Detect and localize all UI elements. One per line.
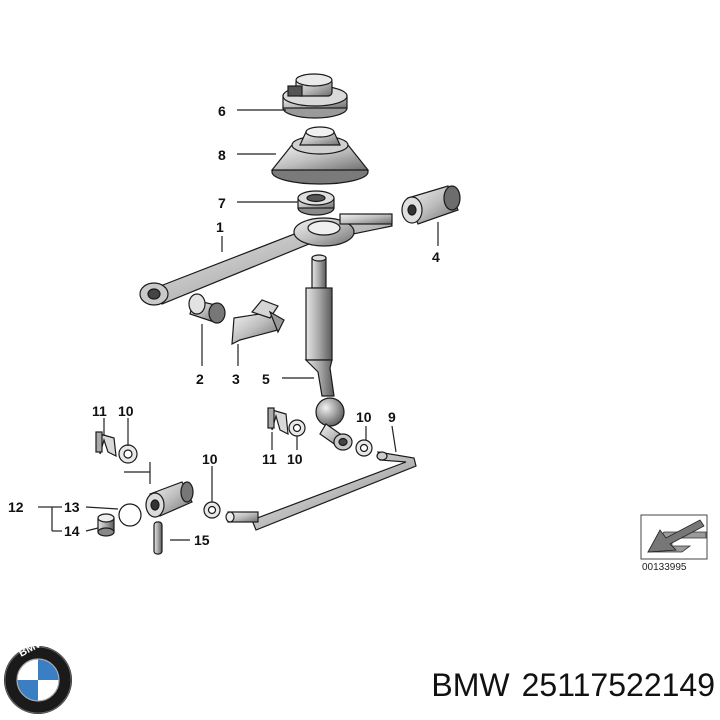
callout-13: 13 <box>64 499 80 515</box>
callout-4: 4 <box>432 249 440 265</box>
callout-11-left: 11 <box>92 403 107 419</box>
callouts: 6 8 7 1 4 2 3 5 11 10 10 9 11 10 10 12 1… <box>8 103 440 548</box>
callout-10-left: 10 <box>118 403 134 419</box>
callout-14: 14 <box>64 523 80 539</box>
part-10-right-a <box>288 419 306 437</box>
callout-11-right: 11 <box>262 451 277 467</box>
part-13 <box>118 503 142 527</box>
callout-5: 5 <box>262 371 270 387</box>
callout-9: 9 <box>388 409 396 425</box>
callout-10-right-b: 10 <box>356 409 372 425</box>
part-6 <box>282 73 348 119</box>
part-10-left <box>118 444 138 464</box>
part-11-right <box>267 407 289 436</box>
arrow-icon <box>647 519 705 553</box>
callout-1: 1 <box>216 219 224 235</box>
leader-lines <box>38 109 439 541</box>
part-7 <box>297 190 335 216</box>
part-9 <box>225 451 417 531</box>
part-15 <box>153 521 163 555</box>
callout-7: 7 <box>218 195 226 211</box>
part-4 <box>401 185 461 225</box>
part-1 <box>139 213 393 306</box>
callout-3: 3 <box>232 371 240 387</box>
direction-arrow-box: 00133995 <box>640 514 708 573</box>
callout-10-lower: 10 <box>202 451 218 467</box>
part-3 <box>231 299 285 346</box>
part-10-right-b <box>355 439 373 457</box>
part-10-lower <box>203 501 221 519</box>
callout-10-right-a: 10 <box>287 451 303 467</box>
part-11-left <box>95 431 117 458</box>
callout-12: 12 <box>8 499 24 515</box>
bmw-logo: BMW <box>4 636 72 714</box>
part-8 <box>270 126 370 185</box>
part-5 <box>304 254 353 451</box>
callout-2: 2 <box>196 371 204 387</box>
part-14 <box>97 513 115 537</box>
callout-8: 8 <box>218 147 226 163</box>
brand-line: BMW 25117522149 <box>370 660 715 710</box>
part-12 <box>145 481 194 518</box>
part-number: 25117522149 <box>521 666 715 703</box>
callout-15: 15 <box>194 532 210 548</box>
part-2 <box>188 293 226 324</box>
drawing-code: 00133995 <box>642 562 687 573</box>
callout-6: 6 <box>218 103 226 119</box>
brand-name: BMW <box>431 666 510 703</box>
